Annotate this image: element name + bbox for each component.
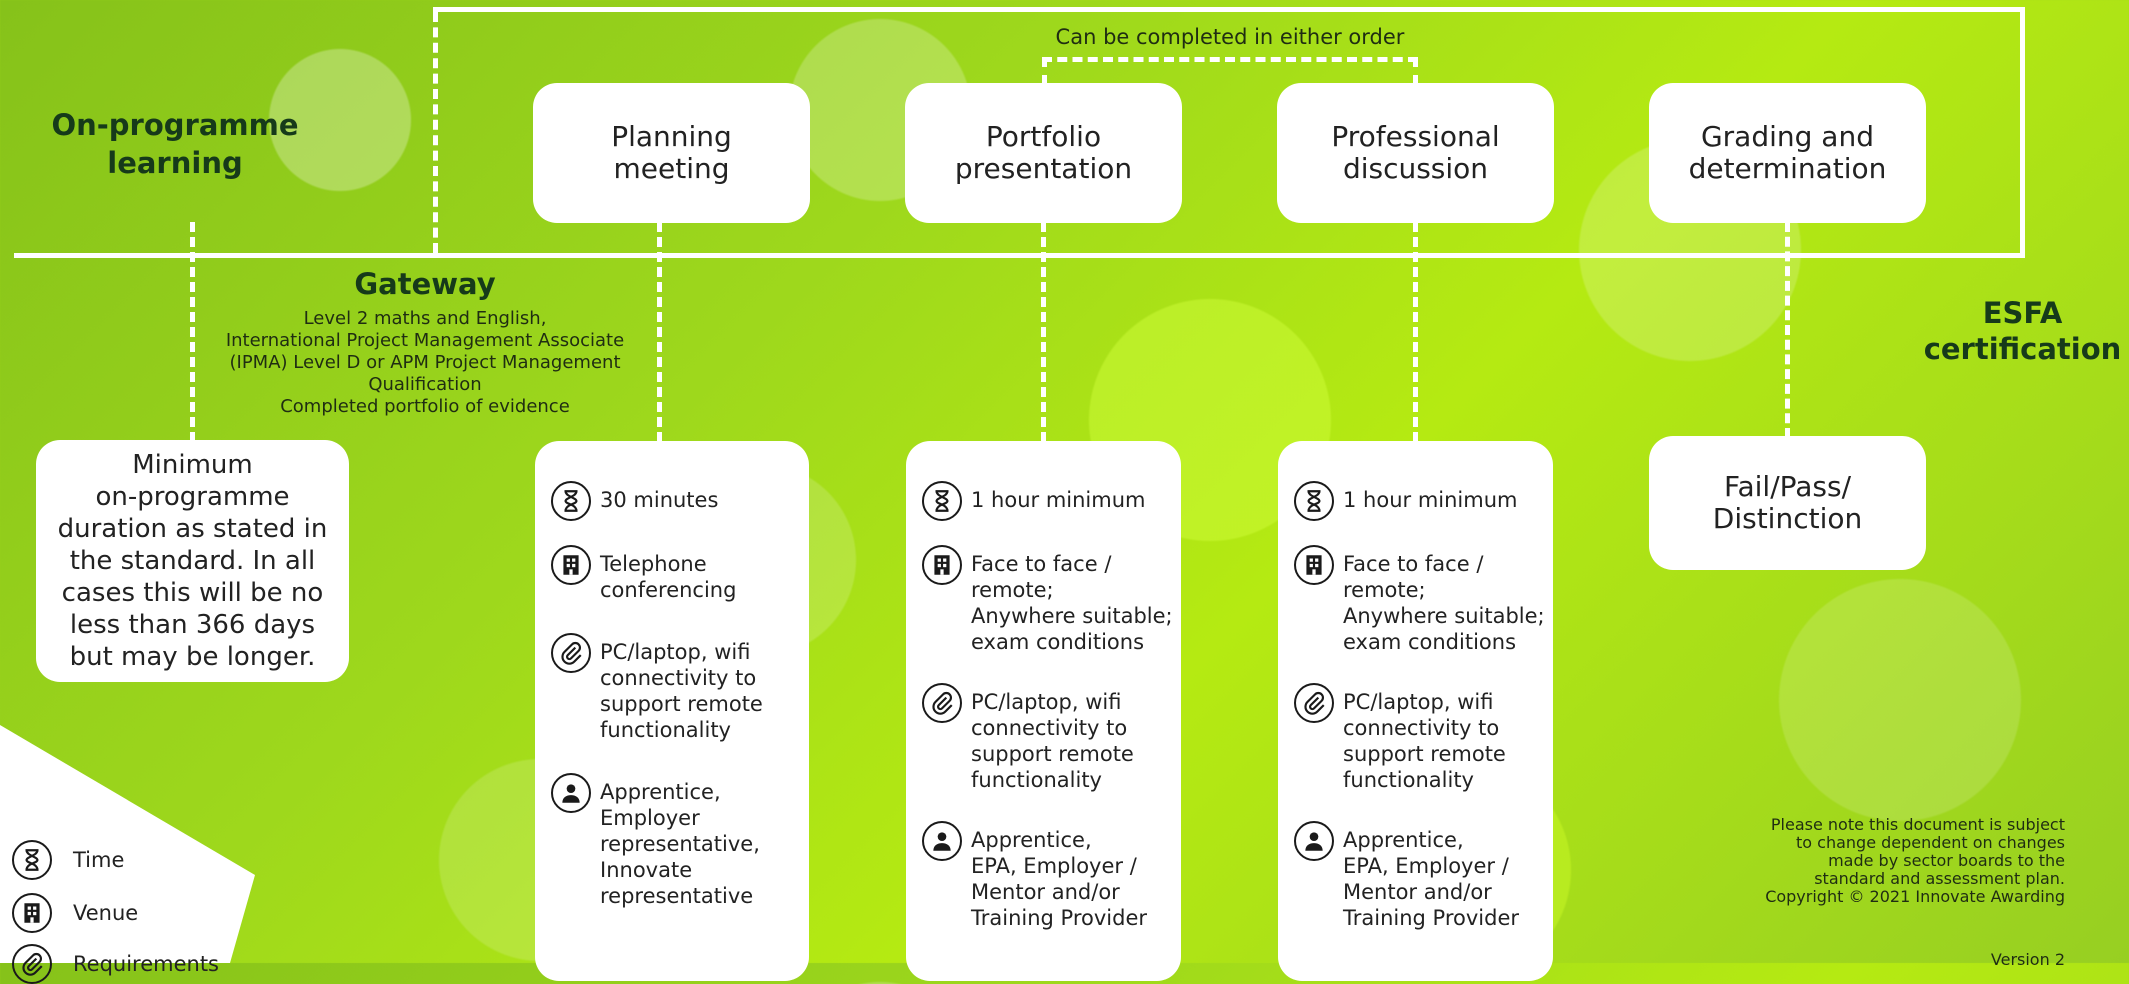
on-programme-heading: On-programme learning bbox=[51, 108, 299, 180]
gateway-heading: Gateway bbox=[354, 267, 496, 301]
detail-attendees: Apprentice, EPA, Employer / Mentor and/o… bbox=[1294, 821, 1553, 931]
detail-text: PC/laptop, wifi connectivity to support … bbox=[1343, 690, 1506, 792]
detail-venue: Telephone conferencing bbox=[551, 545, 809, 603]
detail-text: Face to face / remote; Anywhere suitable… bbox=[971, 552, 1173, 654]
legend-label: Requirements bbox=[73, 952, 219, 976]
minimum-duration-text: Minimum on-programme duration as stated … bbox=[57, 450, 328, 672]
epa-bracket-top bbox=[433, 7, 2025, 12]
detail-text: Apprentice, EPA, Employer / Mentor and/o… bbox=[1343, 828, 1519, 930]
detail-text: Apprentice, Employer representative, Inn… bbox=[600, 780, 760, 908]
stage-title: Grading and determination bbox=[1688, 120, 1887, 185]
hourglass-icon bbox=[922, 481, 962, 521]
stage-portfolio-presentation: Portfolio presentation bbox=[905, 83, 1182, 223]
planning-details: 30 minutes Telephone conferencing PC/lap… bbox=[535, 441, 809, 981]
detail-time: 30 minutes bbox=[551, 481, 809, 521]
version-label: Version 2 bbox=[1990, 950, 2065, 969]
paperclip-icon bbox=[12, 944, 52, 984]
grading-result-box: Fail/Pass/ Distinction bbox=[1649, 436, 1926, 570]
detail-text: Apprentice, EPA, Employer / Mentor and/o… bbox=[971, 828, 1147, 930]
detail-requirements: PC/laptop, wifi connectivity to support … bbox=[1294, 683, 1553, 793]
discussion-details: 1 hour minimum Face to face / remote; An… bbox=[1278, 441, 1553, 981]
detail-text: Face to face / remote; Anywhere suitable… bbox=[1343, 552, 1545, 654]
legend-item-requirements: Requirements bbox=[12, 944, 219, 984]
person-icon bbox=[551, 773, 591, 813]
timeline-line bbox=[14, 253, 2024, 258]
stage-professional-discussion: Professional discussion bbox=[1277, 83, 1554, 223]
stage-grading-determination: Grading and determination bbox=[1649, 83, 1926, 223]
stage-planning-meeting: Planning meeting bbox=[533, 83, 810, 223]
hourglass-icon bbox=[12, 840, 52, 880]
legend-label: Venue bbox=[73, 901, 139, 925]
stage-title: Portfolio presentation bbox=[954, 120, 1133, 185]
legend-item-time: Time bbox=[12, 840, 124, 880]
planning-connector bbox=[657, 222, 662, 442]
stage-title: Professional discussion bbox=[1331, 120, 1500, 185]
portfolio-details: 1 hour minimum Face to face / remote; An… bbox=[906, 441, 1181, 981]
person-icon bbox=[1294, 821, 1334, 861]
stage-title: Planning meeting bbox=[611, 120, 732, 185]
esfa-certification-heading: ESFA certification bbox=[1923, 296, 2122, 366]
detail-venue: Face to face / remote; Anywhere suitable… bbox=[1294, 545, 1553, 655]
order-note: Can be completed in either order bbox=[1055, 25, 1405, 49]
building-icon bbox=[922, 545, 962, 585]
building-icon bbox=[12, 893, 52, 933]
person-icon bbox=[922, 821, 962, 861]
order-bracket-top bbox=[1042, 57, 1418, 62]
detail-text: PC/laptop, wifi connectivity to support … bbox=[971, 690, 1134, 792]
minimum-duration-box: Minimum on-programme duration as stated … bbox=[36, 440, 349, 682]
disclaimer-note: Please note this document is subject to … bbox=[1765, 815, 2065, 906]
order-bracket-right bbox=[1413, 57, 1418, 85]
detail-venue: Face to face / remote; Anywhere suitable… bbox=[922, 545, 1181, 655]
detail-text: 1 hour minimum bbox=[1343, 488, 1518, 512]
legend-item-venue: Venue bbox=[12, 893, 138, 933]
building-icon bbox=[551, 545, 591, 585]
detail-text: Telephone conferencing bbox=[600, 552, 737, 602]
legend-label: Time bbox=[73, 848, 125, 872]
paperclip-icon bbox=[1294, 683, 1334, 723]
detail-text: 1 hour minimum bbox=[971, 488, 1146, 512]
portfolio-connector bbox=[1041, 222, 1046, 442]
epa-bracket-right bbox=[2020, 7, 2025, 258]
detail-attendees: Apprentice, EPA, Employer / Mentor and/o… bbox=[922, 821, 1181, 931]
paperclip-icon bbox=[551, 633, 591, 673]
detail-text: PC/laptop, wifi connectivity to support … bbox=[600, 640, 763, 742]
gateway-requirements: Level 2 maths and English, International… bbox=[225, 308, 625, 417]
detail-time: 1 hour minimum bbox=[922, 481, 1181, 521]
detail-requirements: PC/laptop, wifi connectivity to support … bbox=[922, 683, 1181, 793]
hourglass-icon bbox=[1294, 481, 1334, 521]
grading-connector bbox=[1785, 222, 1790, 438]
order-bracket-left bbox=[1042, 57, 1047, 85]
epa-bracket-left bbox=[433, 12, 438, 253]
building-icon bbox=[1294, 545, 1334, 585]
detail-requirements: PC/laptop, wifi connectivity to support … bbox=[551, 633, 809, 743]
discussion-connector bbox=[1413, 222, 1418, 442]
detail-time: 1 hour minimum bbox=[1294, 481, 1553, 521]
detail-attendees: Apprentice, Employer representative, Inn… bbox=[551, 773, 809, 909]
gateway-connector-left bbox=[190, 222, 195, 442]
detail-text: 30 minutes bbox=[600, 488, 719, 512]
hourglass-icon bbox=[551, 481, 591, 521]
paperclip-icon bbox=[922, 683, 962, 723]
grading-result: Fail/Pass/ Distinction bbox=[1712, 470, 1863, 535]
